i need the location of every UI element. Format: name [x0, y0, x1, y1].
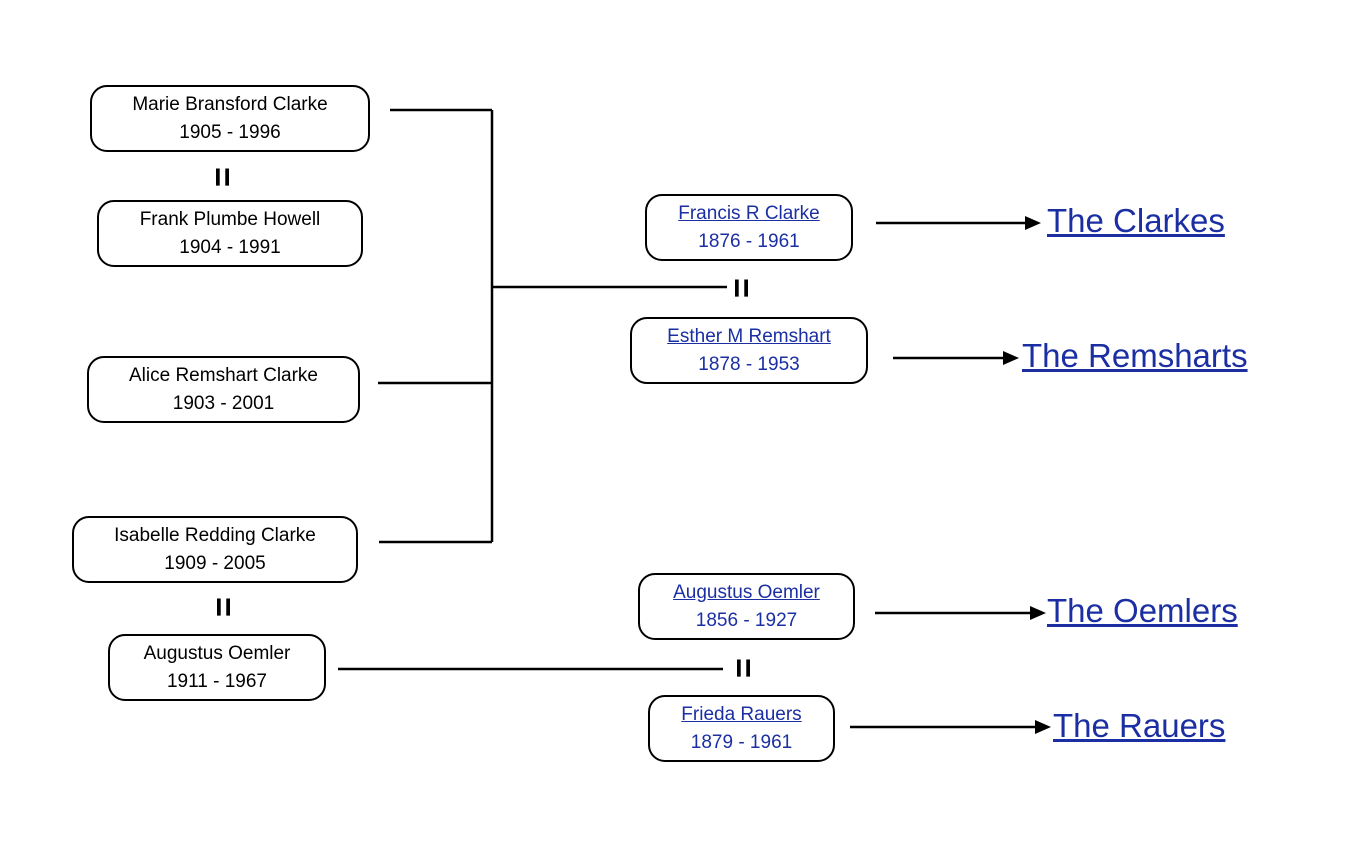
person-box-frank-plumbe-howell: Frank Plumbe Howell 1904 - 1991 — [97, 200, 363, 267]
marriage-symbol-marie-frank: = — [203, 167, 242, 187]
person-box-isabelle-redding-clarke: Isabelle Redding Clarke 1909 - 2005 — [72, 516, 358, 583]
person-name: Augustus Oemler — [143, 642, 291, 664]
person-name: Alice Remshart Clarke — [129, 364, 318, 386]
person-dates: 1909 - 2005 — [164, 552, 266, 574]
person-box-marie-bransford-clarke: Marie Bransford Clarke 1905 - 1996 — [90, 85, 370, 152]
person-box-augustus-oemler-1856: Augustus Oemler 1856 - 1927 — [638, 573, 855, 640]
family-link-the-oemlers[interactable]: The Oemlers — [1047, 592, 1238, 629]
arrow-to-remsharts-head — [1003, 351, 1019, 365]
arrow-to-clarkes-head — [1025, 216, 1041, 230]
arrow-to-rauers-head — [1035, 720, 1051, 734]
person-dates: 1856 - 1927 — [695, 609, 798, 631]
person-box-alice-remshart-clarke: Alice Remshart Clarke 1903 - 2001 — [87, 356, 360, 423]
family-link-the-rauers[interactable]: The Rauers — [1053, 707, 1226, 744]
person-link-francis-r-clarke[interactable]: Francis R Clarke — [678, 202, 820, 224]
person-dates: 1904 - 1991 — [179, 236, 281, 258]
person-name: Frank Plumbe Howell — [139, 208, 321, 230]
person-box-francis-r-clarke: Francis R Clarke 1876 - 1961 — [645, 194, 853, 261]
family-link-the-remsharts[interactable]: The Remsharts — [1022, 337, 1248, 374]
arrow-to-oemlers-head — [1030, 606, 1046, 620]
person-box-augustus-oemler-1911: Augustus Oemler 1911 - 1967 — [108, 634, 326, 701]
family-link-the-clarkes[interactable]: The Clarkes — [1047, 202, 1225, 239]
person-link-frieda-rauers[interactable]: Frieda Rauers — [681, 703, 802, 725]
person-link-esther-m-remshart[interactable]: Esther M Remshart — [667, 325, 831, 347]
person-dates: 1879 - 1961 — [690, 731, 793, 753]
marriage-symbol-augustus-frieda: = — [724, 658, 763, 678]
person-name: Isabelle Redding Clarke — [114, 524, 316, 546]
person-dates: 1878 - 1953 — [698, 353, 800, 375]
person-box-esther-m-remshart: Esther M Remshart 1878 - 1953 — [630, 317, 868, 384]
person-dates: 1903 - 2001 — [172, 392, 275, 414]
marriage-symbol-isabelle-augustus: = — [204, 597, 243, 617]
person-dates: 1911 - 1967 — [166, 670, 267, 692]
person-link-augustus-oemler-1856[interactable]: Augustus Oemler — [673, 581, 820, 603]
marriage-symbol-francis-esther: = — [722, 278, 761, 298]
person-name: Marie Bransford Clarke — [132, 93, 328, 115]
person-box-frieda-rauers: Frieda Rauers 1879 - 1961 — [648, 695, 835, 762]
person-dates: 1905 - 1996 — [179, 121, 281, 143]
person-dates: 1876 - 1961 — [698, 230, 800, 252]
